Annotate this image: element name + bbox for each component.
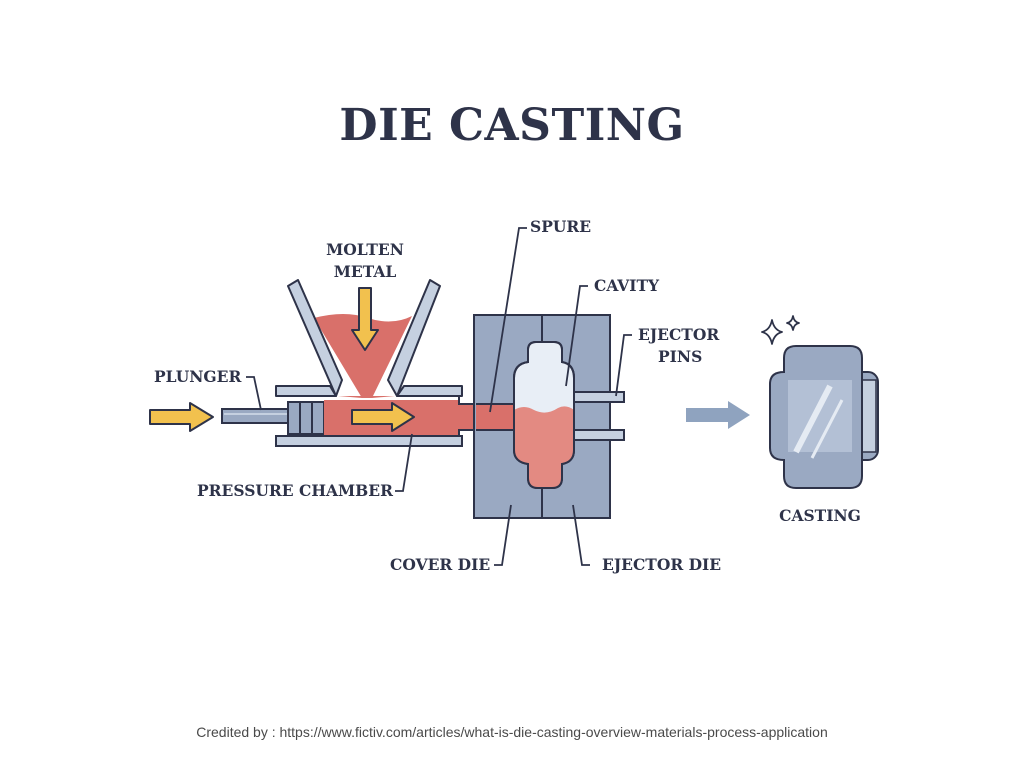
die-cavity <box>513 341 575 489</box>
injection-arrow-icon <box>351 402 415 432</box>
leader-lines <box>246 227 632 566</box>
label-ejector-pins-line2: PINS <box>658 347 702 366</box>
label-ejector-die: EJECTOR DIE <box>602 555 721 574</box>
diagram-title: DIE CASTING <box>339 100 685 151</box>
spure-channel <box>476 403 516 431</box>
plunger <box>221 401 325 435</box>
label-cover-die: COVER DIE <box>390 555 490 574</box>
sparkle-icon <box>761 315 800 345</box>
casting-part <box>769 345 879 489</box>
label-cavity: CAVITY <box>594 276 660 295</box>
pour-arrow-icon <box>351 287 379 351</box>
label-plunger: PLUNGER <box>154 367 241 386</box>
label-molten-metal-line2: METAL <box>334 262 397 281</box>
ejector-pins <box>573 391 625 441</box>
label-pressure-chamber: PRESSURE CHAMBER <box>197 481 393 500</box>
plunger-push-arrow-icon <box>149 402 214 432</box>
label-molten-metal-line1: MOLTEN <box>326 240 404 259</box>
credit-text: Credited by : https://www.fictiv.com/art… <box>196 724 828 740</box>
label-ejector-pins-line1: EJECTOR <box>638 325 719 344</box>
molten-metal-hopper <box>287 279 441 398</box>
label-casting: CASTING <box>779 506 861 525</box>
output-arrow-icon <box>686 401 750 429</box>
label-spure: SPURE <box>530 217 591 236</box>
